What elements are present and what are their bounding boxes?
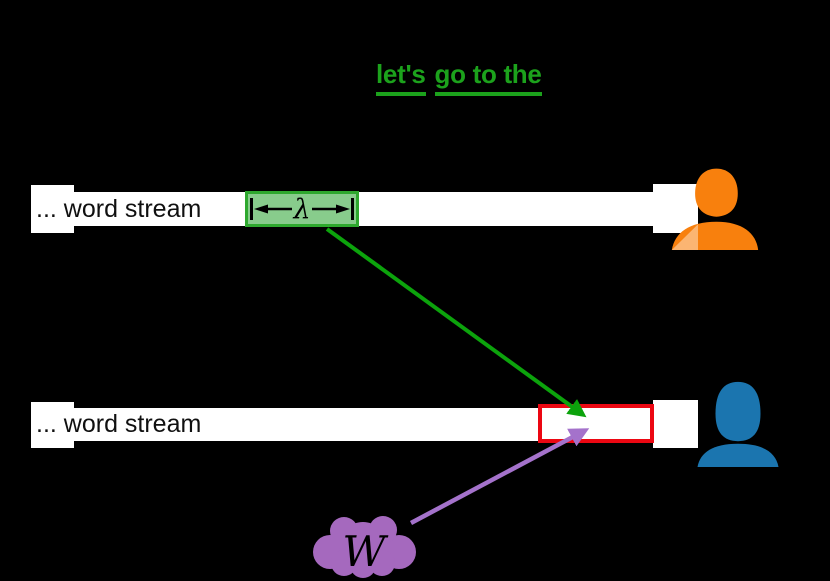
double-arrow-icon: λ — [250, 194, 354, 224]
person-icon — [697, 381, 779, 467]
utterance-rest: go to the — [434, 59, 542, 96]
cloud-label: W — [342, 527, 389, 576]
stream-bottom-right-cap — [653, 400, 698, 448]
prediction-target-box — [538, 404, 654, 443]
utterance-word-1: let's — [376, 59, 426, 96]
stream-bottom-label: ... word stream — [36, 410, 202, 438]
person-icon — [671, 168, 759, 250]
green-prediction-arrow — [325, 227, 587, 418]
purple-cloud-arrow — [409, 428, 590, 525]
lambda-label: λ — [292, 194, 310, 224]
stream-top-label: ... word stream — [36, 195, 202, 223]
utterance-text: let's go to the — [376, 59, 542, 96]
cloud-shape: W — [313, 516, 416, 578]
lambda-window-box: λ — [245, 191, 359, 227]
stream-top-right-cap — [653, 184, 698, 233]
